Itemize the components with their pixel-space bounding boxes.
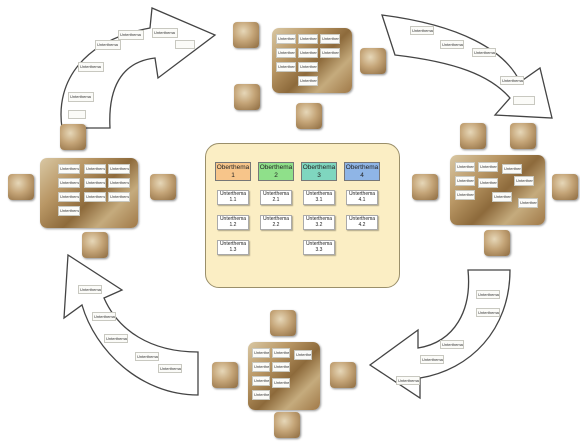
board-card: Unterthema [84, 192, 106, 202]
arrow-card [68, 110, 86, 119]
board-card: Unterthema [294, 350, 312, 360]
board-card: Unterthema [276, 34, 296, 44]
subtopic-card: Unterthema 1.1 [217, 190, 249, 205]
board-card: Unterthema [478, 162, 498, 172]
arrow-card [513, 96, 535, 105]
wood-tile [412, 174, 438, 200]
subtopic-card: Unterthema 3.1 [303, 190, 335, 205]
board-card: Unterthema [502, 164, 522, 174]
wood-tile [552, 174, 578, 200]
arrow-card: Unterthema [476, 290, 500, 299]
board-card: Unterthema [108, 178, 130, 188]
board-card: Unterthema [58, 206, 80, 216]
arrow-card: Unterthema [440, 40, 464, 49]
wood-tile [360, 48, 386, 74]
topic-header: Oberthema 4 [344, 162, 380, 181]
wood-tile [330, 362, 356, 388]
top-left-arrow [60, 7, 217, 129]
board-card: Unterthema [320, 48, 340, 58]
arrow-card: Unterthema [92, 312, 116, 321]
wood-tile [150, 174, 176, 200]
bottom-left-arrow [63, 253, 199, 396]
subtopic-card: Unterthema 2.1 [260, 190, 292, 205]
board-card: Unterthema [272, 378, 290, 388]
board-card: Unterthema [108, 164, 130, 174]
arrow-card: Unterthema [158, 364, 182, 373]
subtopic-card: Unterthema 2.2 [260, 215, 292, 230]
board-card: Unterthema [298, 76, 318, 86]
arrow-card: Unterthema [472, 48, 496, 57]
board-card: Unterthema [298, 48, 318, 58]
wood-tile [270, 310, 296, 336]
topic-column-1: Oberthema 1 Unterthema 1.1 Unterthema 1.… [215, 162, 251, 255]
topic-header: Oberthema 2 [258, 162, 294, 181]
board-card: Unterthema [252, 362, 270, 372]
arrow-card: Unterthema [396, 376, 420, 385]
top-right-arrow [381, 14, 553, 119]
arrow-card [175, 40, 195, 49]
wood-tile [60, 124, 86, 150]
topic-column-3: Oberthema 3 Unterthema 3.1 Unterthema 3.… [301, 162, 337, 255]
topic-header: Oberthema 3 [301, 162, 337, 181]
board-card: Unterthema [58, 192, 80, 202]
bottom-right-arrow [368, 269, 511, 400]
arrow-card: Unterthema [95, 40, 121, 50]
board-card: Unterthema [514, 176, 534, 186]
wood-tile [233, 22, 259, 48]
topic-column-2: Oberthema 2 Unterthema 2.1 Unterthema 2.… [258, 162, 294, 230]
wood-tile [234, 84, 260, 110]
board-card: Unterthema [298, 62, 318, 72]
arrow-card: Unterthema [118, 30, 144, 40]
board-card: Unterthema [58, 178, 80, 188]
wood-tile [296, 103, 322, 129]
board-card: Unterthema [320, 34, 340, 44]
arrow-card: Unterthema [500, 76, 524, 85]
board-card: Unterthema [252, 390, 270, 400]
arrow-card: Unterthema [135, 352, 159, 361]
board-card: Unterthema [298, 34, 318, 44]
arrow-card: Unterthema [410, 26, 434, 35]
arrow-card: Unterthema [420, 355, 444, 364]
board-card: Unterthema [252, 376, 270, 386]
arrow-card: Unterthema [78, 285, 102, 294]
board-card: Unterthema [478, 178, 498, 188]
arrow-card: Unterthema [476, 308, 500, 317]
board-card: Unterthema [58, 164, 80, 174]
board-card: Unterthema [492, 192, 512, 202]
board-card: Unterthema [252, 348, 270, 358]
board-card: Unterthema [276, 48, 296, 58]
board-card: Unterthema [455, 190, 475, 200]
wood-tile [510, 123, 536, 149]
wood-tile [212, 362, 238, 388]
board-card: Unterthema [108, 192, 130, 202]
wood-tile [484, 230, 510, 256]
subtopic-card: Unterthema 4.1 [346, 190, 378, 205]
board-card: Unterthema [84, 164, 106, 174]
arrow-card: Unterthema [440, 340, 464, 349]
board-card: Unterthema [276, 62, 296, 72]
topic-column-4: Oberthema 4 Unterthema 4.1 Unterthema 4.… [344, 162, 380, 230]
board-card: Unterthema [455, 176, 475, 186]
wood-tile [82, 232, 108, 258]
arrow-card: Unterthema [104, 334, 128, 343]
board-card: Unterthema [455, 162, 475, 172]
subtopic-card: Unterthema 3.3 [303, 240, 335, 255]
subtopic-card: Unterthema 1.2 [217, 215, 249, 230]
wood-tile [8, 174, 34, 200]
board-card: Unterthema [272, 362, 290, 372]
arrow-card: Unterthema [68, 92, 94, 102]
wood-tile [274, 412, 300, 438]
subtopic-card: Unterthema 4.2 [346, 215, 378, 230]
subtopic-card: Unterthema 1.3 [217, 240, 249, 255]
arrow-card: Unterthema [78, 62, 104, 72]
topic-overview-board: Oberthema 1 Unterthema 1.1 Unterthema 1.… [205, 143, 400, 288]
board-card: Unterthema [84, 178, 106, 188]
topic-header: Oberthema 1 [215, 162, 251, 181]
arrow-card: Unterthema [152, 28, 178, 38]
subtopic-card: Unterthema 3.2 [303, 215, 335, 230]
board-card: Unterthema [272, 348, 290, 358]
board-card: Unterthema [518, 198, 538, 208]
wood-tile [460, 123, 486, 149]
